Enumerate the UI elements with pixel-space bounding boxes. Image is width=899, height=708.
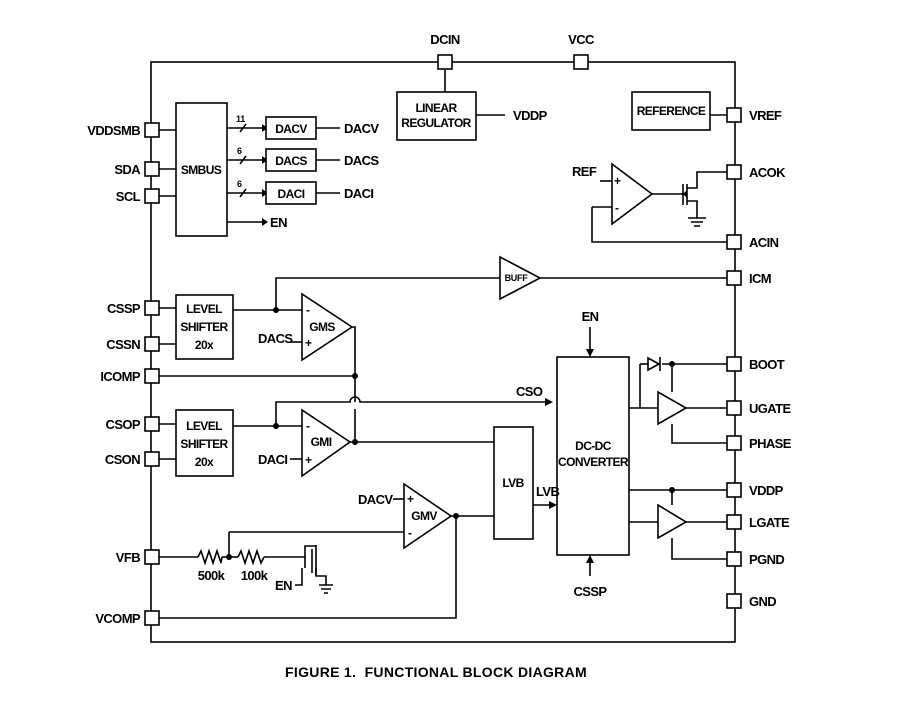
smbus-block [175, 102, 228, 237]
linreg-label-1: LINEAR [415, 101, 457, 115]
daci-label: DACI [278, 187, 305, 201]
figure-caption: FIGURE 1. FUNCTIONAL BLOCK DIAGRAM [285, 664, 587, 680]
gms-minus-sign: - [306, 303, 310, 317]
dcdc-label-1: DC-DC [575, 439, 612, 453]
boot-diode-icon [647, 356, 661, 372]
signal-dacs-out: DACS [344, 153, 379, 168]
pin-icomp: ICOMP [100, 369, 141, 384]
comparator-acok [611, 162, 654, 226]
daci-block [265, 181, 317, 205]
signal-dacs-in: DACS [258, 331, 293, 346]
pin-icm: ICM [749, 271, 771, 286]
signal-ref: REF [572, 164, 597, 179]
signal-cso: CSO [516, 384, 543, 399]
dacs-label: DACS [275, 154, 307, 168]
pin-gnd: GND [749, 594, 776, 609]
ls1-label-2: SHIFTER [180, 320, 228, 334]
pin-dcin: DCIN [430, 32, 460, 47]
dcdc-label-2: CONVERTER [558, 455, 629, 469]
comp-plus-sign: + [614, 174, 621, 188]
pin-vcc: VCC [568, 32, 595, 47]
comp-minus-sign: - [615, 201, 619, 215]
pin-lgate: LGATE [749, 515, 790, 530]
dcdc-converter-block [556, 356, 630, 556]
dacv-label: DACV [275, 122, 307, 136]
resistor-100k-icon [237, 548, 265, 566]
pin-acin: ACIN [749, 235, 779, 250]
signal-cssp-bottom: CSSP [573, 584, 607, 599]
resistor-100k-label: 100k [241, 568, 269, 583]
pin-vref: VREF [749, 108, 782, 123]
gmi-label: GMI [311, 435, 332, 449]
gms-plus-sign: + [305, 336, 312, 350]
pin-scl: SCL [116, 189, 141, 204]
pin-vddp: VDDP [749, 483, 784, 498]
bus-width-6b: 6 [237, 179, 242, 189]
reference-label: REFERENCE [637, 104, 706, 118]
wires [159, 70, 727, 619]
pin-cssn: CSSN [106, 337, 140, 352]
gmv-plus-sign: + [407, 492, 414, 506]
ls1-label-1: LEVEL [186, 302, 222, 316]
resistor-500k-label: 500k [198, 568, 226, 583]
signal-dacv-out: DACV [344, 121, 379, 136]
pin-cssp: CSSP [107, 301, 141, 316]
lvb-label: LVB [502, 476, 524, 490]
signal-en-switch: EN [275, 578, 292, 593]
lgate-driver [657, 503, 688, 540]
gmv-label: GMV [411, 509, 437, 523]
pin-pgnd: PGND [749, 552, 784, 567]
pin-phase: PHASE [749, 436, 792, 451]
gmv-amplifier [403, 482, 453, 550]
ls2-label-3: 20x [195, 455, 214, 469]
level-shifter-1-block [175, 294, 234, 360]
pin-vddsmb: VDDSMB [87, 123, 140, 138]
gmv-minus-sign: - [408, 526, 412, 540]
pin-cson: CSON [105, 452, 140, 467]
gms-amplifier [301, 292, 354, 362]
signal-lvb-out: LVB [536, 484, 559, 499]
dacv-block [265, 116, 317, 140]
pin-ugate: UGATE [749, 401, 791, 416]
signal-vddp-out: VDDP [513, 108, 548, 123]
gmi-amplifier [301, 408, 352, 478]
buff-label: BUFF [505, 273, 529, 283]
linreg-label-2: REGULATOR [401, 116, 471, 130]
level-shifter-2-block [175, 409, 234, 477]
pin-sda: SDA [114, 162, 141, 177]
signal-en-top: EN [582, 309, 599, 324]
ls2-label-1: LEVEL [186, 419, 222, 433]
dacs-block [265, 148, 317, 172]
pin-boot: BOOT [749, 357, 785, 372]
pin-vfb: VFB [116, 550, 140, 565]
ugate-driver [657, 390, 688, 426]
signal-en-smbus: EN [270, 215, 287, 230]
resistor-500k-icon [197, 548, 223, 566]
bus-width-6a: 6 [237, 146, 242, 156]
gmi-minus-sign: - [306, 419, 310, 433]
buff-amplifier [499, 255, 542, 301]
pin-acok: ACOK [749, 165, 786, 180]
ls1-label-3: 20x [195, 338, 214, 352]
gms-label: GMS [309, 320, 335, 334]
smbus-label: SMBUS [181, 163, 222, 177]
pin-vcomp: VCOMP [95, 611, 141, 626]
signal-dacv-in: DACV [358, 492, 393, 507]
pin-csop: CSOP [106, 417, 141, 432]
bus-width-11: 11 [236, 114, 245, 124]
reference-block [631, 91, 711, 131]
junction-dots [226, 307, 675, 560]
lvb-block [493, 426, 534, 540]
pin-squares [144, 54, 742, 626]
linear-regulator-block [396, 91, 477, 141]
signal-daci-out: DACI [344, 186, 373, 201]
signal-daci-in: DACI [258, 452, 287, 467]
gmi-plus-sign: + [305, 453, 312, 467]
ls2-label-2: SHIFTER [180, 437, 228, 451]
